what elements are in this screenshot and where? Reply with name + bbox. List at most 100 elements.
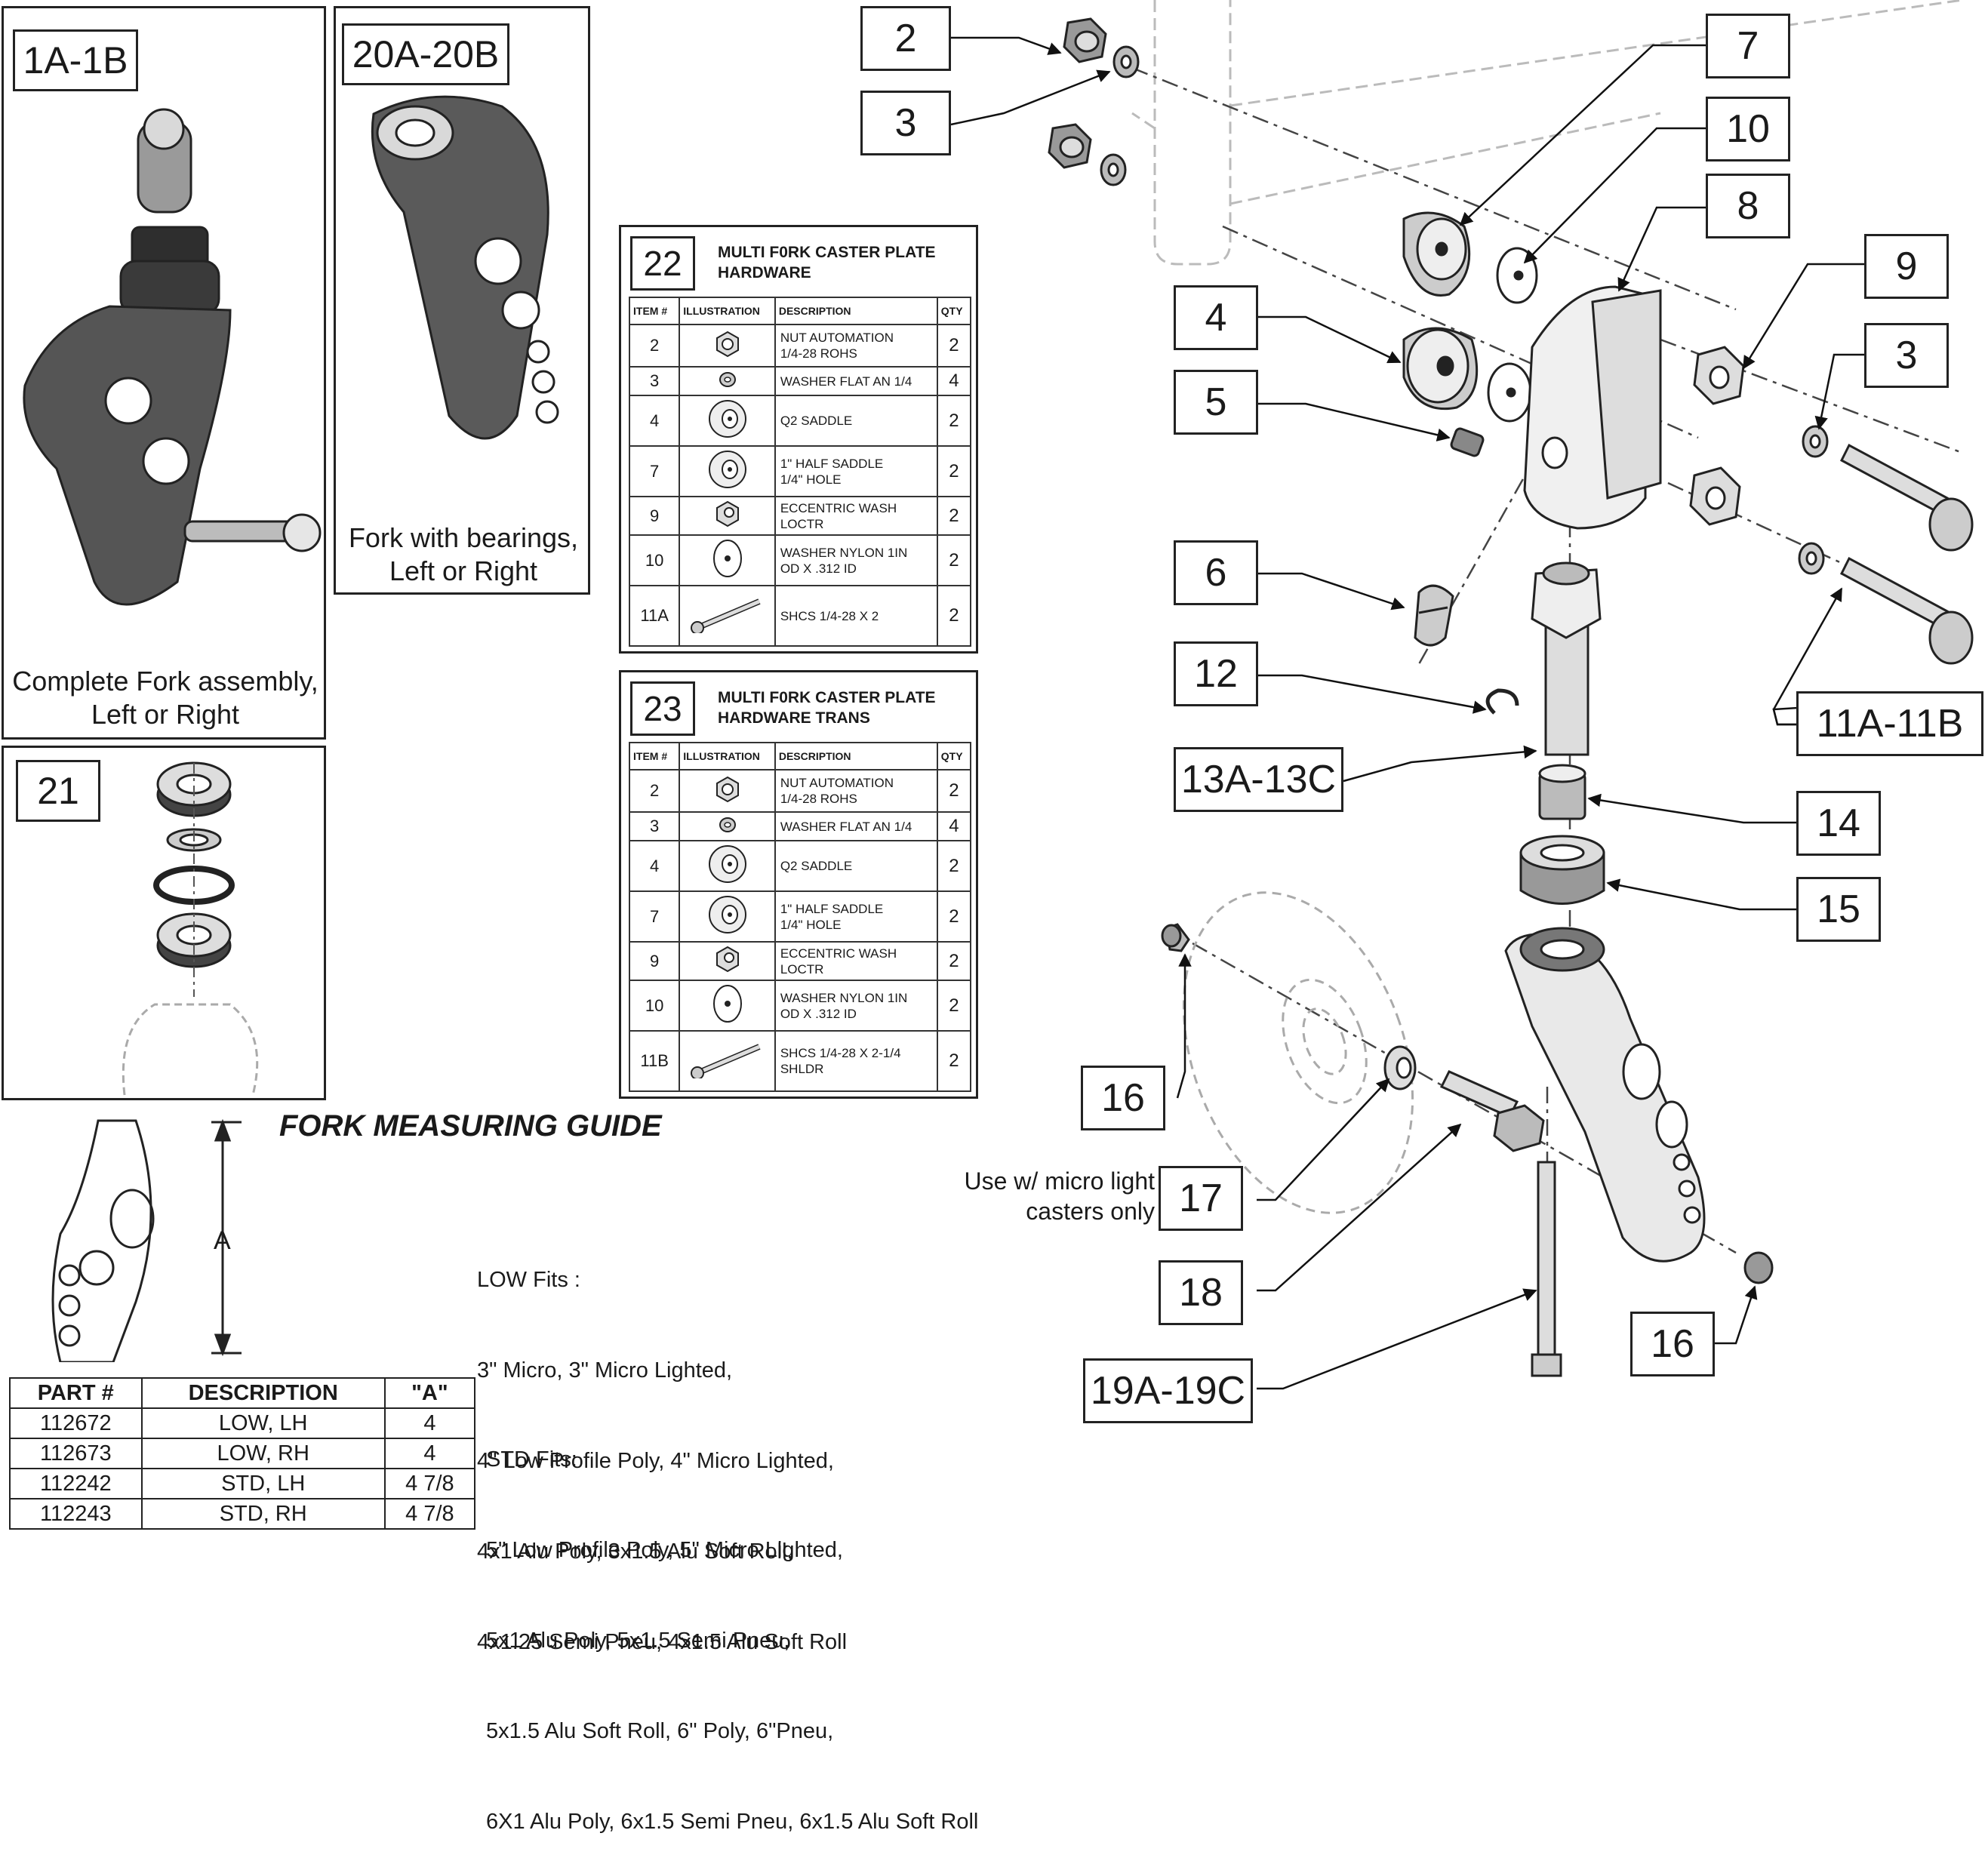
hardware-panel-23: 23 MULTI F0RK CASTER PLATE HARDWARE TRAN…: [619, 670, 978, 1099]
fork-bearings-panel: 20A-20B Fork with bearings, Left or Righ…: [334, 6, 590, 595]
dimension-label-a: A: [214, 1226, 231, 1255]
fork-assembly-illustration: [23, 108, 322, 606]
hardware-item: 9: [628, 941, 681, 981]
std-fits-line: 5" Low Profile Poly, 5" Micro Lighted,: [486, 1538, 843, 1562]
eccentric-washer-icon: [715, 500, 739, 527]
callout-2: 2: [860, 6, 951, 71]
nylon-washer-icon: [712, 540, 742, 577]
parts-header-description: DESCRIPTION: [140, 1377, 386, 1409]
hardware-desc-line2: 1/4" HOLE: [780, 472, 842, 487]
table-row: 4 Q2 SADDLE 2: [628, 840, 972, 892]
hardware-desc-line1: Q2 SADDLE: [780, 859, 853, 873]
fork-bearings-caption-line2: Left or Right: [389, 555, 538, 586]
hardware-table-id: 22: [630, 236, 695, 291]
hardware-desc-line1: NUT AUTOMATION: [780, 331, 894, 345]
hardware-qty: 2: [936, 324, 972, 368]
table-row: 4 Q2 SADDLE 2: [628, 395, 972, 447]
callout-18: 18: [1159, 1260, 1243, 1325]
hardware-desc-line1: NUT AUTOMATION: [780, 776, 894, 790]
micro-light-note-line2: casters only: [1026, 1198, 1155, 1225]
hardware-desc-line1: ECCENTRIC WASH: [780, 500, 897, 515]
hardware-desc-line1: 1" HALF SADDLE: [780, 901, 884, 916]
callout-13a-13c: 13A-13C: [1174, 747, 1343, 812]
nut-icon: [715, 776, 739, 802]
parts-header-part: PART #: [9, 1377, 143, 1409]
part-number: 112243: [9, 1498, 143, 1530]
fork-assembly-caption-line2: Left or Right: [91, 699, 240, 730]
hardware-table-title: MULTI F0RK CASTER PLATE HARDWARE TRANS: [718, 687, 936, 728]
fork-assembly-panel: 1A-1B Complete Fork assembly, Left or Ri…: [2, 6, 326, 740]
half-saddle-icon: [708, 896, 746, 934]
hardware-item: 4: [628, 840, 681, 892]
hardware-desc-line1: Q2 SADDLE: [780, 414, 853, 428]
hardware-qty: 2: [936, 941, 972, 981]
hardware-item: 2: [628, 324, 681, 368]
table-row: 112673 LOW, RH 4: [9, 1438, 476, 1469]
hardware-table: ITEM # ILLUSTRATION DESCRIPTION QTY 2 NU…: [628, 742, 972, 1092]
fork-bearings-illustration: [371, 95, 559, 440]
hardware-desc-line2: SHLDR: [780, 1062, 824, 1076]
hardware-header-description: DESCRIPTION: [774, 297, 938, 325]
hardware-desc-line2: 1/4-28 ROHS: [780, 346, 857, 361]
hardware-item: 3: [628, 366, 681, 396]
callout-16: 16: [1081, 1066, 1165, 1130]
callout-7: 7: [1706, 14, 1790, 78]
callout-3: 3: [1864, 323, 1949, 388]
hardware-qty: 2: [936, 890, 972, 943]
hardware-item: 7: [628, 445, 681, 497]
std-fits-line: 6X1 Alu Poly, 6x1.5 Semi Pneu, 6x1.5 Alu…: [486, 1810, 979, 1834]
hardware-desc-line1: WASHER FLAT AN 1/4: [780, 374, 912, 389]
fork-assembly-caption: Complete Fork assembly, Left or Right: [7, 665, 324, 731]
hardware-header-item: ITEM #: [628, 297, 681, 325]
part-a-value: 4: [383, 1438, 476, 1469]
hardware-desc-line1: ECCENTRIC WASH: [780, 946, 897, 961]
hardware-panel-22: 22 MULTI F0RK CASTER PLATE HARDWARE ITEM…: [619, 225, 978, 654]
hardware-title-line2: HARDWARE TRANS: [718, 709, 870, 727]
micro-light-note: Use w/ micro light casters only: [891, 1166, 1156, 1226]
part-a-value: 4: [383, 1407, 476, 1439]
part-number: 112242: [9, 1468, 143, 1499]
callout-8: 8: [1706, 174, 1790, 238]
std-fits-line: 5x1.5 Alu Soft Roll, 6" Poly, 6"Pneu,: [486, 1719, 834, 1743]
callout-3: 3: [860, 91, 951, 155]
hardware-qty: 2: [936, 769, 972, 813]
table-row: 112243 STD, RH 4 7/8: [9, 1498, 476, 1530]
callout-4: 4: [1174, 285, 1258, 350]
hardware-qty: 2: [936, 980, 972, 1032]
eccentric-washer-icon: [715, 946, 739, 973]
callout-9: 9: [1864, 234, 1949, 299]
table-row: 112672 LOW, LH 4: [9, 1407, 476, 1439]
callout-5: 5: [1174, 370, 1258, 435]
hardware-desc-line2: LOCTR: [780, 516, 824, 531]
callout-6: 6: [1174, 540, 1258, 605]
hardware-table-id: 23: [630, 681, 695, 736]
small-washer-icon: [719, 371, 736, 387]
hardware-qty: 2: [936, 496, 972, 536]
bearing-kit-panel: 21: [2, 746, 326, 1100]
panel-id-fork-bearings: 20A-20B: [342, 23, 509, 85]
hardware-qty: 2: [936, 840, 972, 892]
callout-16: 16: [1630, 1312, 1715, 1376]
hardware-header-illustration: ILLUSTRATION: [679, 742, 776, 770]
low-fits-line: LOW Fits :: [477, 1268, 580, 1292]
hardware-qty: 2: [936, 585, 972, 647]
hardware-desc-line1: SHCS 1/4-28 X 2: [780, 608, 879, 623]
bearing-kit-illustration: [122, 761, 259, 1096]
nylon-washer-icon: [712, 985, 742, 1023]
part-description: LOW, RH: [140, 1438, 386, 1469]
hardware-item: 11B: [628, 1030, 681, 1092]
hardware-qty: 2: [936, 445, 972, 497]
hardware-qty: 2: [936, 395, 972, 447]
hardware-desc-line2: 1/4-28 ROHS: [780, 792, 857, 806]
fork-bearings-caption: Fork with bearings, Left or Right: [339, 521, 588, 588]
hardware-desc-line1: WASHER FLAT AN 1/4: [780, 819, 912, 834]
hardware-qty: 4: [936, 366, 972, 396]
exploded-assembly-drawing: [950, 0, 1974, 1390]
low-fits-line: 4" Low Profile Poly, 4" Micro Lighted,: [477, 1449, 834, 1473]
part-number: 112673: [9, 1438, 143, 1469]
hardware-item: 2: [628, 769, 681, 813]
